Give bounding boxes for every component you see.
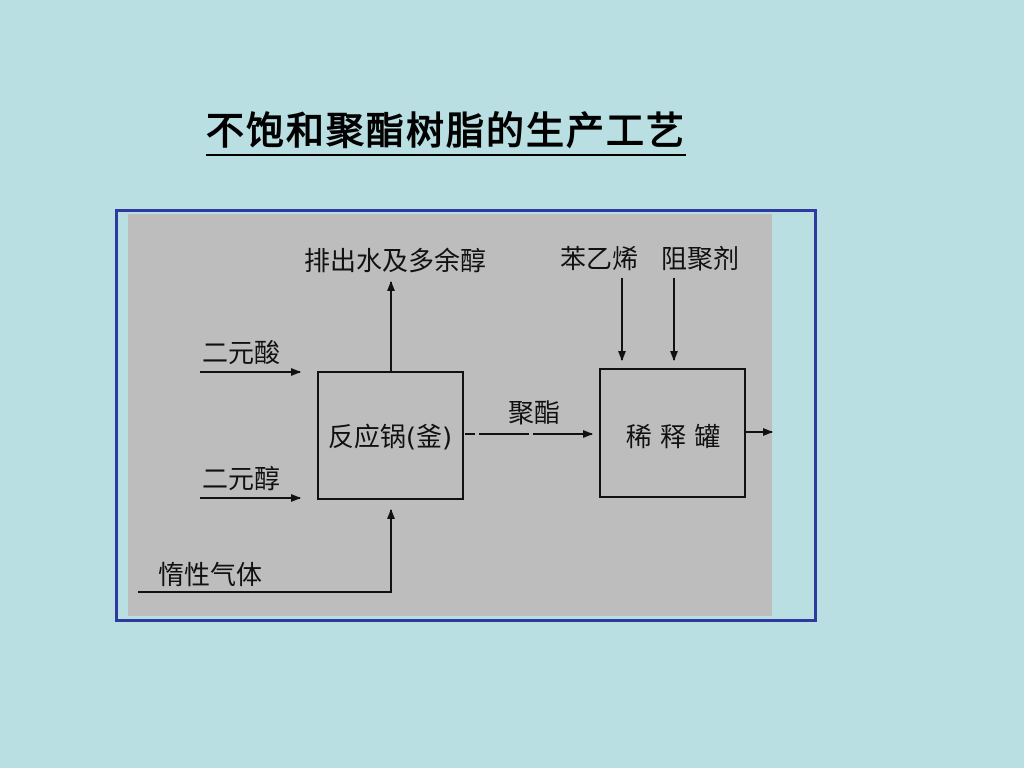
- dilution-tank-label: 稀 释 罐: [626, 423, 721, 453]
- slide-title: 不饱和聚酯树脂的生产工艺: [206, 108, 687, 156]
- process-flow-diagram: 反应锅(釜) 稀 释 罐 排出水及多余醇 二元酸 二元醇 惰性气体 聚酯 苯乙烯…: [138, 245, 773, 593]
- inhibitor-label: 阻聚剂: [661, 245, 739, 275]
- water-output-label: 排出水及多余醇: [304, 247, 486, 277]
- polyester-label: 聚酯: [508, 399, 560, 429]
- diagram-area: [128, 214, 772, 616]
- diagram-frame: 反应锅(釜) 稀 释 罐 排出水及多余醇 二元酸 二元醇 惰性气体 聚酯 苯乙烯…: [115, 209, 817, 622]
- dibasic-acid-label: 二元酸: [202, 339, 280, 369]
- inert-gas-label: 惰性气体: [158, 561, 262, 591]
- styrene-label: 苯乙烯: [560, 245, 638, 275]
- reactor-label: 反应锅(釜): [328, 423, 452, 453]
- inert-gas-line: [138, 509, 395, 593]
- diol-label: 二元醇: [202, 465, 280, 495]
